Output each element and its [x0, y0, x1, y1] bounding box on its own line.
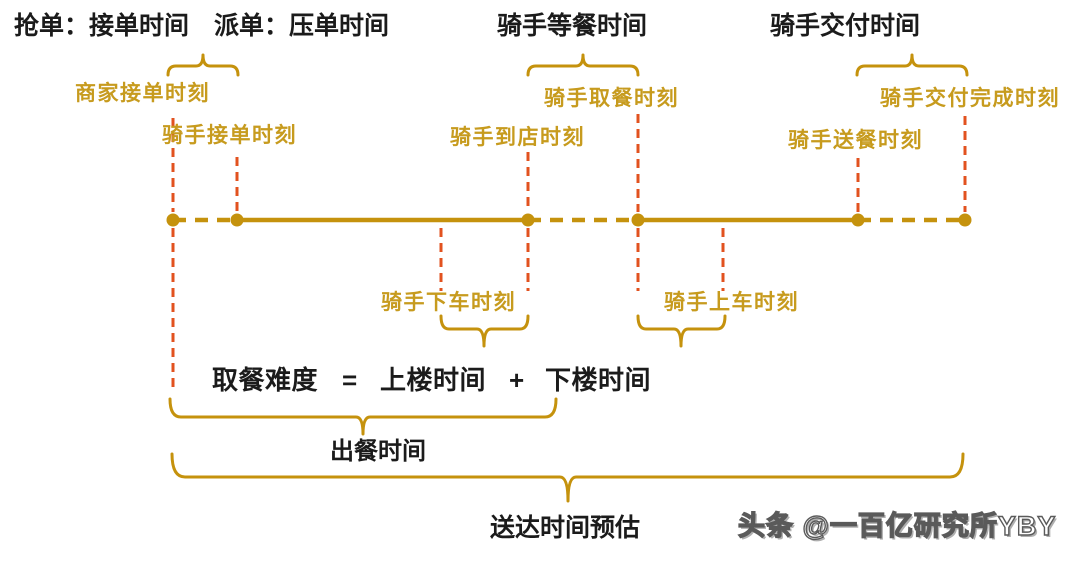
brace-delivery: [855, 53, 969, 77]
label-meal-ready-time: 出餐时间: [330, 438, 426, 465]
formula-equals-sign: =: [342, 365, 358, 395]
brace-delivery-eta: [170, 452, 965, 503]
label-rider-arrive-store-moment: 骑手到店时刻: [450, 126, 585, 149]
watermark-toutiao: 头条 @一百亿研究所YBY: [737, 510, 1057, 541]
label-rider-send-meal-moment: 骑手送餐时刻: [788, 129, 923, 152]
brace-upstairs: [439, 314, 530, 348]
label-delivery-eta: 送达时间预估: [490, 514, 641, 542]
brace-wait-meal: [526, 53, 640, 77]
formula-term-upstairs-time: 上楼时间: [380, 365, 487, 395]
formula-lhs-pickup-difficulty: 取餐难度: [212, 365, 319, 395]
timeline-dots: [166, 213, 972, 227]
brace-accept-order: [166, 53, 240, 77]
red-dashed-connectors: [171, 114, 967, 392]
brace-meal-ready: [168, 397, 558, 436]
heading-grab-dispatch: 抢单：接单时间 派单：压单时间: [14, 12, 390, 40]
brace-downstairs: [636, 314, 727, 348]
heading-rider-delivery: 骑手交付时间: [770, 12, 921, 40]
label-rider-pickup-meal-moment: 骑手取餐时刻: [544, 87, 679, 110]
heading-rider-wait-meal: 骑手等餐时间: [497, 12, 648, 40]
formula-plus-sign: +: [509, 365, 525, 395]
label-rider-get-off-moment: 骑手下车时刻: [381, 291, 516, 314]
label-rider-get-on-moment: 骑手上车时刻: [664, 291, 799, 314]
formula-term-downstairs-time: 下楼时间: [545, 365, 652, 395]
label-rider-delivery-complete-moment: 骑手交付完成时刻: [880, 87, 1060, 110]
braces: [166, 53, 969, 503]
label-rider-accept-moment: 骑手接单时刻: [162, 124, 297, 147]
label-merchant-accept-moment: 商家接单时刻: [75, 82, 210, 105]
